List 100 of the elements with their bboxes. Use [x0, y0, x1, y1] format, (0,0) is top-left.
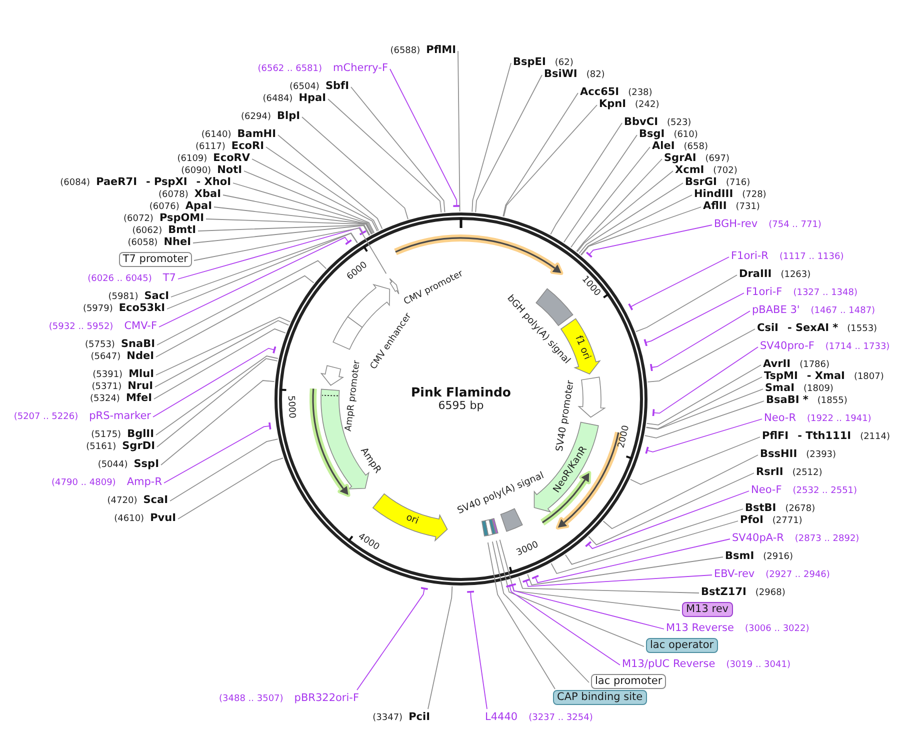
feature-tag: lac promoter [591, 674, 666, 689]
primer-name: pBABE 3' [752, 303, 800, 317]
enzyme-name: Eco53kI [118, 301, 165, 315]
leader-line [646, 376, 762, 430]
enzyme-name: NdeI [126, 349, 154, 363]
cut-site-position: (5753) [85, 339, 115, 352]
leader-line [522, 574, 712, 587]
leader-line [178, 227, 367, 280]
feature-tag: T7 promoter [118, 252, 192, 267]
cut-site-position: (5391) [92, 369, 123, 382]
cut-site-position: (2678) [785, 503, 816, 516]
primer-name: T7 [162, 271, 176, 285]
primer-name: pBR322ori-F [294, 691, 359, 705]
leader-line [154, 328, 286, 400]
primer-name: F1ori-F [746, 285, 782, 299]
enzyme-name: PciI [408, 710, 430, 724]
cut-site-position: (5979) [82, 303, 113, 316]
leader-line [154, 320, 290, 388]
leader-line [170, 232, 358, 298]
primer-position: (3488 .. 3507) [219, 693, 284, 706]
leader-line [178, 458, 284, 520]
leader-line [588, 472, 754, 546]
primer-name: L4440 [485, 710, 518, 724]
leader-line [527, 556, 724, 586]
primer-position: (2927 .. 2946) [766, 569, 830, 582]
leader-line [630, 436, 760, 485]
cut-site-position: (242) [635, 99, 660, 112]
cut-site-position: (610) [674, 129, 698, 141]
enzyme-name: PflFI [762, 429, 789, 443]
enzyme-name: BlpI [276, 109, 300, 123]
feature-tag: M13 rev [682, 602, 733, 617]
cut-site-position: (523) [666, 117, 692, 130]
enzyme-name: CsiI [757, 321, 778, 335]
cut-site-position: (2114) [860, 431, 890, 444]
coordinate-label: 4000 [356, 532, 381, 553]
cut-site-position: (728) [742, 189, 766, 202]
enzyme-name: EcoRI [231, 139, 264, 153]
leader-line [570, 146, 650, 248]
enzyme-name: BspEI [513, 55, 546, 69]
enzyme-name: NruI [128, 379, 153, 393]
cut-site-position: (6078) [158, 189, 188, 201]
primer-position: (5207 .. 5226) [14, 411, 78, 424]
leader-line [550, 520, 738, 574]
leader-line [152, 346, 276, 418]
enzyme-name: PflMI [426, 43, 456, 57]
enzyme-name: KpnI [599, 97, 626, 111]
leader-line [492, 541, 590, 683]
primer-name: SV40pA-R [732, 531, 784, 545]
cut-site-position: (658) [684, 141, 708, 153]
primer-name: Amp-R [126, 475, 162, 489]
enzyme-name: ScaI [143, 493, 168, 507]
leader-line [222, 194, 373, 234]
leader-line [158, 236, 352, 328]
plasmid-length: 6595 bp [438, 400, 484, 412]
coordinate-label: 3000 [516, 540, 541, 559]
enzyme-name: - XmaI [806, 369, 845, 383]
primer-name: CMV-F [124, 319, 157, 333]
leader-line [164, 422, 272, 484]
leader-line [232, 182, 374, 234]
cut-site-position: (5647) [90, 351, 121, 364]
primer-position: (3006 .. 3022) [744, 623, 810, 636]
enzyme-name: - SexAI * [787, 321, 838, 335]
enzyme-name: PspOMI [159, 212, 204, 225]
enzyme-name: NotI [217, 163, 242, 177]
enzyme-name: MfeI [126, 391, 152, 405]
primer-name: M13 Reverse [666, 621, 734, 635]
leader-line [636, 274, 738, 332]
primer-position: (1467 .. 1487) [810, 305, 876, 318]
cut-site-position: (2512) [792, 467, 822, 480]
leader-line [214, 206, 372, 234]
enzyme-name: SgrAI [664, 151, 696, 165]
enzyme-name: HpaI [298, 91, 326, 105]
leader-line [472, 62, 512, 212]
coordinate-label: 2000 [617, 424, 632, 450]
cut-site-position: (6140) [201, 129, 232, 142]
cut-site-position: (1807) [854, 371, 884, 384]
leader-line [487, 542, 556, 690]
leader-line [602, 454, 758, 530]
leader-line [156, 358, 278, 448]
enzyme-name: BsiWI [544, 68, 578, 81]
leader-line [156, 316, 291, 376]
leader-line [645, 418, 762, 455]
leader-line [266, 146, 379, 232]
enzyme-name: XcmI [675, 164, 704, 177]
primer-position: (3237 .. 3254) [528, 712, 593, 725]
cut-site-position: (5371) [92, 381, 122, 394]
leader-line [166, 232, 358, 310]
leader-line [194, 228, 387, 274]
leader-line [156, 260, 327, 346]
enzyme-name: BsaBI * [766, 393, 808, 407]
leader-line [584, 490, 750, 550]
cut-site-position: (6588) [390, 45, 420, 58]
leader-line [578, 182, 684, 254]
leader-line [252, 158, 378, 232]
enzyme-name: SacI [144, 289, 169, 303]
cut-site-position: (5324) [90, 393, 120, 406]
enzyme-name: RsrII [756, 465, 784, 479]
primer-name: F1ori-R [731, 249, 768, 263]
enzyme-name: TspMI [764, 369, 798, 383]
leader-line [502, 92, 578, 217]
